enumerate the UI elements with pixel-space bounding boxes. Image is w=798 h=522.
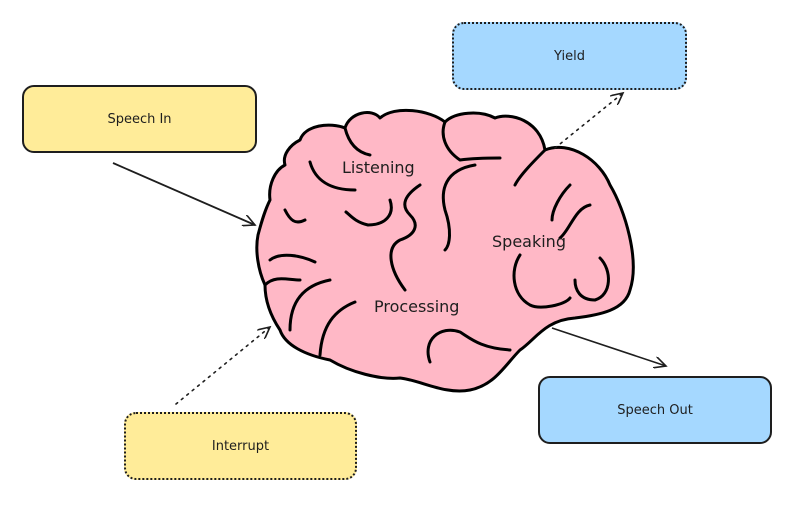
node-speech-in[interactable]: Speech In <box>22 85 257 153</box>
edge-interrupt-to-brain <box>175 327 270 405</box>
node-yield-label: Yield <box>554 48 585 64</box>
node-yield[interactable]: Yield <box>452 22 687 90</box>
edge-brain-to-speech-out <box>551 327 666 366</box>
node-interrupt-label: Interrupt <box>211 438 270 454</box>
edge-brain-to-yield <box>554 93 623 149</box>
node-speech-in-label: Speech In <box>107 111 172 127</box>
node-speech-out[interactable]: Speech Out <box>538 376 772 444</box>
region-label-speaking: Speaking <box>492 232 566 251</box>
brain-folds <box>263 120 610 364</box>
brain: Listening Speaking Processing <box>255 108 635 393</box>
node-speech-out-label: Speech Out <box>617 402 693 418</box>
edge-speech-in-to-brain <box>112 162 255 225</box>
region-label-processing: Processing <box>374 297 459 316</box>
region-label-listening: Listening <box>342 158 415 177</box>
node-interrupt[interactable]: Interrupt <box>124 412 357 480</box>
